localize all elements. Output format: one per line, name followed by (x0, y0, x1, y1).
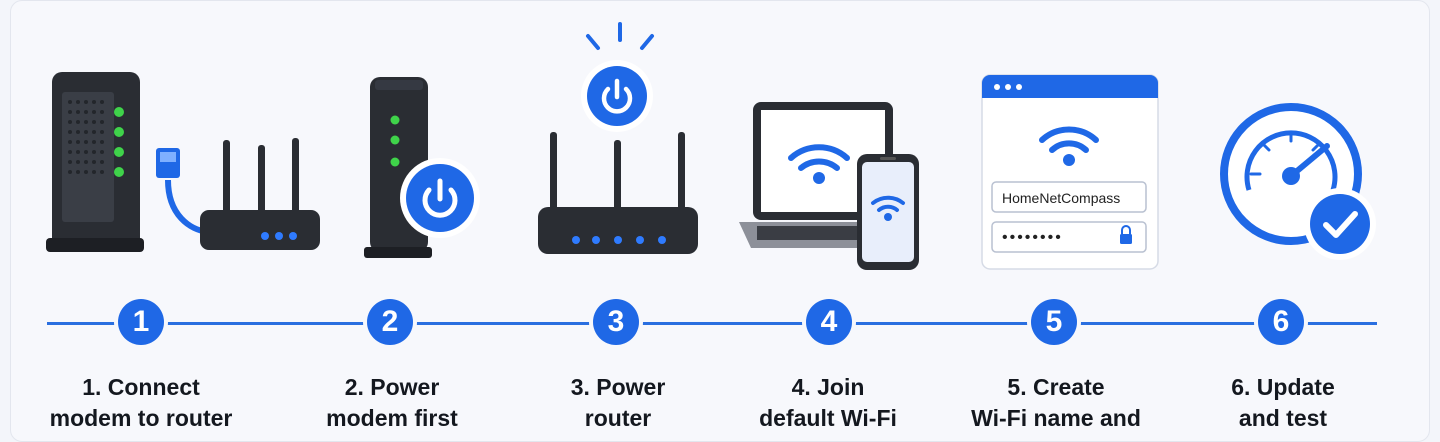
step-label-1: 1. Connect modem to router (49, 374, 233, 431)
step-label-6: 6. Update and test (1231, 374, 1335, 431)
step-number-2: 2 (367, 299, 413, 345)
wifi-setup-window-illustration (978, 0, 1163, 290)
wifi-icon (871, 195, 905, 212)
wifi-icon (1039, 126, 1099, 153)
step-number-5: 5 (1031, 299, 1077, 345)
step-label-3: 3. Power router (570, 374, 666, 431)
router-icon (538, 132, 698, 254)
smartphone-icon (857, 154, 919, 270)
speed-test-illustration (1205, 0, 1385, 290)
step-number-6: 6 (1258, 299, 1304, 345)
timeline-line (47, 322, 1377, 325)
password-field[interactable]: •••••••• (1002, 228, 1122, 248)
step-label-4: 4. Join default Wi-Fi (759, 374, 897, 431)
checkmark-icon (1304, 188, 1376, 260)
power-icon (400, 158, 480, 238)
laptop-phone-illustration (735, 0, 925, 290)
step-number-4: 4 (806, 299, 852, 345)
step-number-3: 3 (593, 299, 639, 345)
modem-router-illustration (40, 0, 340, 290)
step-label-5: 5. Create Wi-Fi name and (971, 374, 1141, 431)
network-name-value: HomeNetCompass (1002, 190, 1121, 206)
router-power-illustration (528, 0, 708, 290)
password-mask: •••••••• (1002, 229, 1063, 246)
router-icon (200, 138, 320, 250)
step-number-1: 1 (118, 299, 164, 345)
lock-icon (1120, 225, 1132, 244)
wifi-icon (788, 144, 850, 171)
modem-power-illustration (355, 0, 495, 290)
setup-steps-diagram: HomeNetCompass •••••••• (40, 0, 1385, 431)
step-label-2: 2. Power modem first (326, 374, 458, 431)
power-icon (581, 60, 653, 132)
network-name-field[interactable]: HomeNetCompass (1002, 188, 1132, 208)
